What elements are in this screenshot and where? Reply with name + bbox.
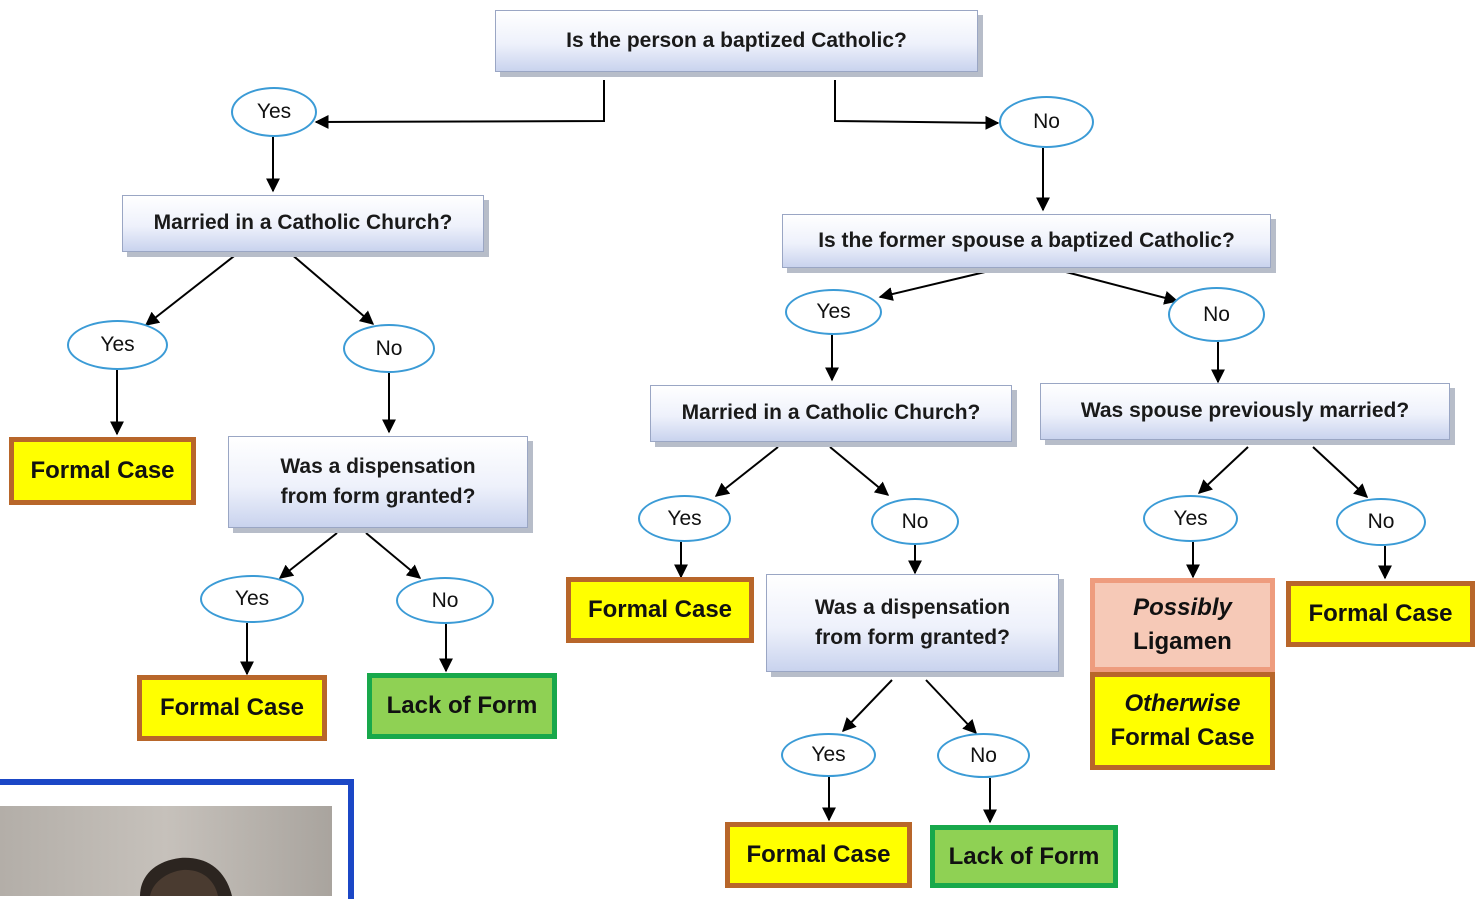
result-possibly-text: Possibly [1133, 594, 1232, 622]
connector [278, 532, 338, 579]
oval-no-spouse-prev: No [1336, 498, 1426, 546]
connector-top-to-no [834, 80, 1000, 130]
result-otherwise-text: Otherwise [1124, 690, 1241, 718]
connector [144, 252, 239, 326]
connector [365, 532, 422, 579]
result-formal-case: Formal Case [1286, 581, 1475, 647]
result-otherwise-formal-case: Otherwise Formal Case [1090, 672, 1275, 770]
connector [842, 679, 893, 733]
result-possibly-ligamen: Possibly Ligamen [1090, 578, 1275, 672]
photo-frame [0, 779, 354, 899]
connector [1312, 446, 1369, 498]
result-ligamen-text: Ligamen [1133, 628, 1232, 655]
question-spouse-previously-married: Was spouse previously married? [1040, 383, 1450, 440]
question-dispensation-left-line1: Was a dispensation [280, 454, 476, 478]
oval-no-former-spouse: No [1168, 287, 1265, 342]
question-married-catholic-church-mid: Married in a Catholic Church? [650, 385, 1012, 442]
photo [0, 806, 332, 896]
question-dispensation-left: Was a dispensation from form granted? [228, 436, 528, 528]
oval-yes-spouse-prev: Yes [1143, 495, 1238, 542]
oval-no-mid-dispensation: No [937, 733, 1030, 778]
connector-top-to-yes [314, 80, 605, 129]
result-lack-of-form: Lack of Form [930, 825, 1118, 888]
result-lack-of-form: Lack of Form [367, 673, 557, 739]
oval-yes-mid-dispensation: Yes [781, 733, 876, 777]
connector [829, 446, 890, 496]
oval-yes-left-married: Yes [67, 320, 168, 370]
oval-no-top: No [999, 96, 1094, 148]
oval-no-left-dispensation: No [396, 577, 494, 624]
oval-no-mid-married: No [871, 498, 959, 545]
connector [878, 271, 986, 301]
result-formal-case: Formal Case [137, 675, 327, 741]
connector [1197, 446, 1249, 494]
question-baptized-catholic: Is the person a baptized Catholic? [495, 10, 978, 72]
question-dispensation-left-line2: from form granted? [280, 485, 476, 508]
question-dispensation-mid: Was a dispensation from form granted? [766, 574, 1059, 672]
result-formal-case: Formal Case [566, 577, 754, 643]
connector [1065, 271, 1179, 305]
oval-yes-mid-married: Yes [638, 495, 731, 542]
oval-yes-top: Yes [231, 87, 317, 137]
oval-no-left-married: No [343, 324, 435, 373]
result-formal-case: Formal Case [9, 437, 196, 505]
connector [289, 252, 375, 325]
result-otherwise-formal-text: Formal Case [1110, 724, 1255, 751]
photo-head-silhouette [140, 857, 232, 896]
connector [714, 446, 779, 497]
question-dispensation-mid-line1: Was a dispensation [814, 595, 1011, 619]
oval-yes-former-spouse: Yes [785, 289, 882, 335]
question-former-spouse-baptized: Is the former spouse a baptized Catholic… [782, 214, 1271, 268]
connector [925, 679, 977, 735]
oval-yes-left-dispensation: Yes [200, 575, 304, 623]
question-married-catholic-church-left: Married in a Catholic Church? [122, 195, 484, 252]
result-formal-case: Formal Case [725, 822, 912, 888]
question-dispensation-mid-line2: from form granted? [815, 626, 1010, 649]
